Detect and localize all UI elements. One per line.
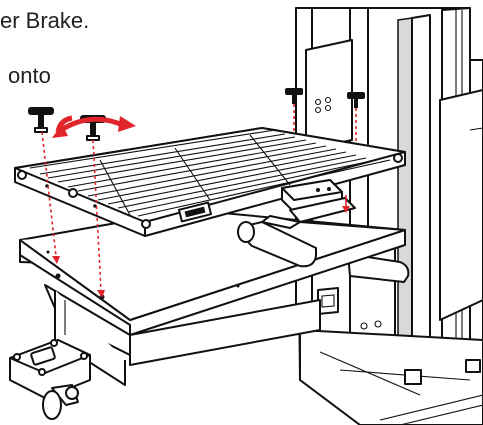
roller-conveyor <box>14 127 406 237</box>
machine-column <box>285 7 483 425</box>
instruction-line-1: er Brake. <box>0 8 90 33</box>
knob-icon <box>28 107 54 133</box>
dashed-alignment-arrow-icon <box>41 131 105 298</box>
rotate-arrow-icon <box>52 115 136 138</box>
brake-assembly <box>237 179 356 268</box>
rollers <box>29 129 391 217</box>
caster-wheel-icon <box>9 339 91 420</box>
instruction-line-2: onto <box>8 63 51 88</box>
